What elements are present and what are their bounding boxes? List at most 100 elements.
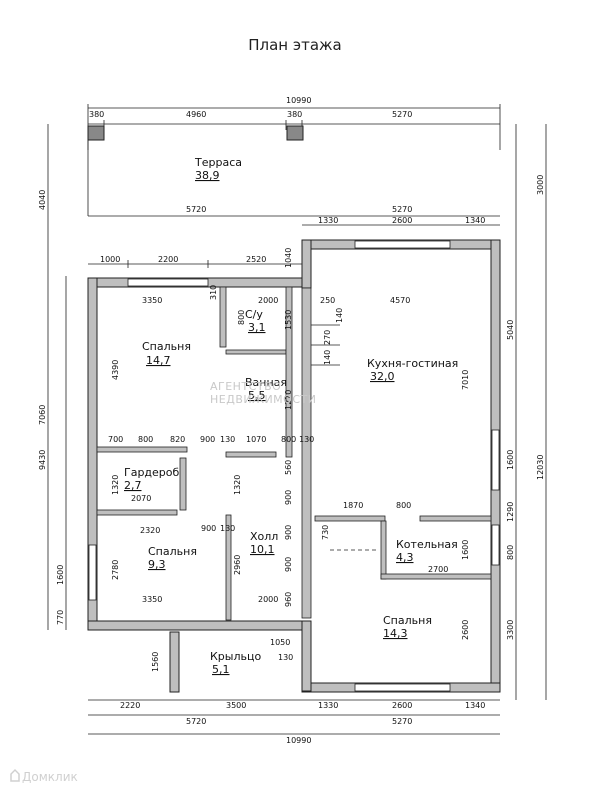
room-name: С/у — [245, 308, 263, 321]
svg-text:2520: 2520 — [246, 255, 266, 264]
svg-text:2320: 2320 — [140, 526, 160, 535]
svg-text:4960: 4960 — [186, 110, 206, 119]
svg-text:5720: 5720 — [186, 717, 206, 726]
svg-text:960: 960 — [284, 592, 293, 607]
svg-text:130: 130 — [278, 653, 293, 662]
svg-text:3350: 3350 — [142, 595, 162, 604]
room-name: Спальня — [383, 614, 432, 627]
svg-text:770: 770 — [56, 610, 65, 625]
svg-text:4040: 4040 — [38, 190, 47, 210]
svg-text:2600: 2600 — [461, 620, 470, 640]
svg-text:2220: 2220 — [120, 701, 140, 710]
terrace-column-left — [87, 125, 105, 141]
svg-text:5040: 5040 — [506, 320, 515, 340]
room-area: 3,1 — [248, 321, 266, 334]
svg-text:900: 900 — [201, 524, 216, 533]
room-area: 38,9 — [195, 169, 220, 182]
svg-text:2600: 2600 — [392, 701, 412, 710]
room-name: Холл — [250, 530, 278, 543]
svg-text:3500: 3500 — [226, 701, 246, 710]
svg-text:800: 800 — [396, 501, 411, 510]
svg-text:2000: 2000 — [258, 296, 278, 305]
svg-text:7060: 7060 — [38, 405, 47, 425]
room-name: Спальня — [148, 545, 197, 558]
svg-text:700: 700 — [108, 435, 123, 444]
svg-text:380: 380 — [89, 110, 104, 119]
svg-text:560: 560 — [284, 460, 293, 475]
windows — [88, 240, 500, 692]
svg-text:5270: 5270 — [392, 717, 412, 726]
svg-text:2700: 2700 — [428, 565, 448, 574]
plan-title: План этажа — [248, 36, 342, 54]
stairs — [311, 324, 378, 551]
svg-text:1320: 1320 — [111, 475, 120, 495]
room-name: Спальня — [142, 340, 191, 353]
svg-text:2000: 2000 — [258, 595, 278, 604]
svg-text:1600: 1600 — [506, 450, 515, 470]
interior-walls — [96, 286, 492, 621]
svg-text:12030: 12030 — [536, 455, 545, 480]
svg-text:1600: 1600 — [56, 565, 65, 585]
svg-text:900: 900 — [284, 490, 293, 505]
room-area: 14,7 — [146, 354, 171, 367]
svg-text:5270: 5270 — [392, 110, 412, 119]
svg-text:10990: 10990 — [286, 96, 311, 105]
svg-text:380: 380 — [287, 110, 302, 119]
svg-text:800: 800 — [506, 545, 515, 560]
svg-text:3000: 3000 — [536, 175, 545, 195]
svg-text:2600: 2600 — [392, 216, 412, 225]
room-area: 4,3 — [396, 551, 414, 564]
svg-text:130: 130 — [220, 524, 235, 533]
room-area: 5,5 — [248, 389, 266, 402]
room-name: Терраса — [194, 156, 242, 169]
svg-text:1600: 1600 — [461, 540, 470, 560]
svg-text:800: 800 — [138, 435, 153, 444]
svg-text:1050: 1050 — [270, 638, 290, 647]
svg-text:3300: 3300 — [506, 620, 515, 640]
room-name: Гардероб — [124, 466, 180, 479]
footer-brand: Домклик — [22, 770, 78, 784]
svg-text:900: 900 — [284, 525, 293, 540]
room-area: 5,1 — [212, 663, 230, 676]
svg-text:1330: 1330 — [318, 701, 338, 710]
svg-text:820: 820 — [170, 435, 185, 444]
svg-text:730: 730 — [321, 525, 330, 540]
svg-text:900: 900 — [200, 435, 215, 444]
svg-text:1330: 1330 — [318, 216, 338, 225]
svg-text:5270: 5270 — [392, 205, 412, 214]
svg-text:1270: 1270 — [284, 390, 293, 410]
svg-text:2780: 2780 — [111, 560, 120, 580]
svg-text:4390: 4390 — [111, 360, 120, 380]
svg-text:1320: 1320 — [233, 475, 242, 495]
svg-text:1000: 1000 — [100, 255, 120, 264]
room-labels: Терраса 38,9 Спальня 14,7 С/у 3,1 Ванная… — [124, 156, 458, 676]
svg-text:4570: 4570 — [390, 296, 410, 305]
svg-text:140: 140 — [335, 308, 344, 323]
svg-text:2070: 2070 — [131, 494, 151, 503]
svg-text:3350: 3350 — [142, 296, 162, 305]
room-area: 10,1 — [250, 543, 275, 556]
svg-text:1530: 1530 — [284, 310, 293, 330]
svg-text:250: 250 — [320, 296, 335, 305]
room-name: Ванная — [245, 376, 287, 389]
room-name: Крыльцо — [210, 650, 261, 663]
agency-watermark: АГЕНТСТВО НЕДВИЖИМОСТИ — [210, 380, 317, 406]
house-icon — [10, 768, 20, 782]
room-area: 32,0 — [370, 370, 395, 383]
room-area: 14,3 — [383, 627, 408, 640]
dimension-lines — [47, 104, 547, 735]
svg-text:1340: 1340 — [465, 216, 485, 225]
svg-text:270: 270 — [323, 330, 332, 345]
svg-text:1040: 1040 — [284, 248, 293, 268]
svg-text:900: 900 — [284, 557, 293, 572]
svg-text:2960: 2960 — [233, 555, 242, 575]
room-name: Котельная — [396, 538, 458, 551]
terrace-column-mid — [286, 125, 304, 141]
svg-text:7010: 7010 — [461, 370, 470, 390]
svg-text:5720: 5720 — [186, 205, 206, 214]
svg-text:130: 130 — [220, 435, 235, 444]
room-name: Кухня-гостиная — [367, 357, 458, 370]
svg-text:2200: 2200 — [158, 255, 178, 264]
room-area: 9,3 — [148, 558, 166, 571]
